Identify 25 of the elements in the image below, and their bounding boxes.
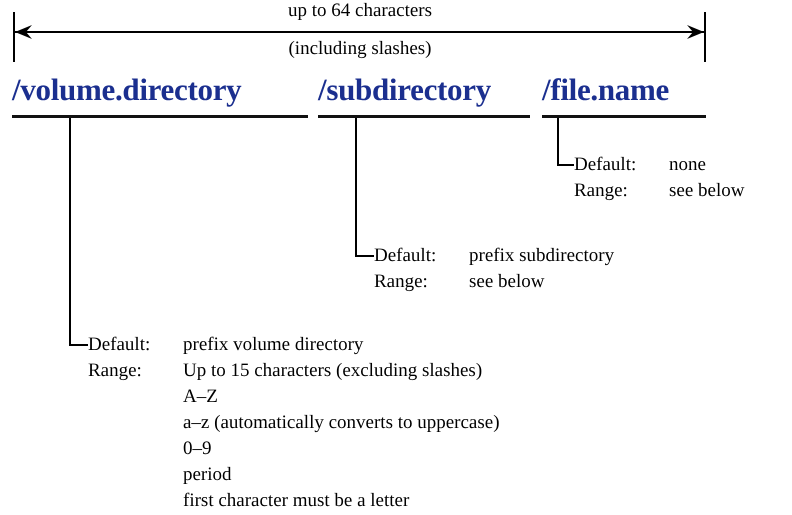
field-value: first character must be a letter [183,489,410,513]
field-label: Range: [374,270,429,294]
dimension-note: (including slashes) [287,37,432,61]
field-value: prefix volume directory [183,333,364,357]
leader-line [355,118,374,257]
field-value: A–Z [183,385,219,409]
field-value: Up to 15 characters (excluding slashes) [183,359,484,383]
field-value: period [183,463,233,487]
field-value: prefix subdirectory [469,244,616,268]
field-value: none [669,153,707,177]
field-label: Range: [88,359,143,383]
path-segment: /volume.directory [12,70,308,118]
leader-line [557,118,574,166]
leader-line [69,118,88,346]
field-value: 0–9 [183,437,212,461]
field-label: Default: [374,244,438,268]
field-label: Range: [574,179,629,203]
field-label: Default: [574,153,638,177]
field-value: see below [469,270,546,294]
path-segment: /subdirectory [318,70,530,118]
dimension-label: up to 64 characters [286,1,434,21]
field-value: see below [669,179,746,203]
path-segment: /file.name [542,70,706,118]
field-label: Default: [88,333,152,357]
field-value: a–z (automatically converts to uppercase) [183,411,501,435]
